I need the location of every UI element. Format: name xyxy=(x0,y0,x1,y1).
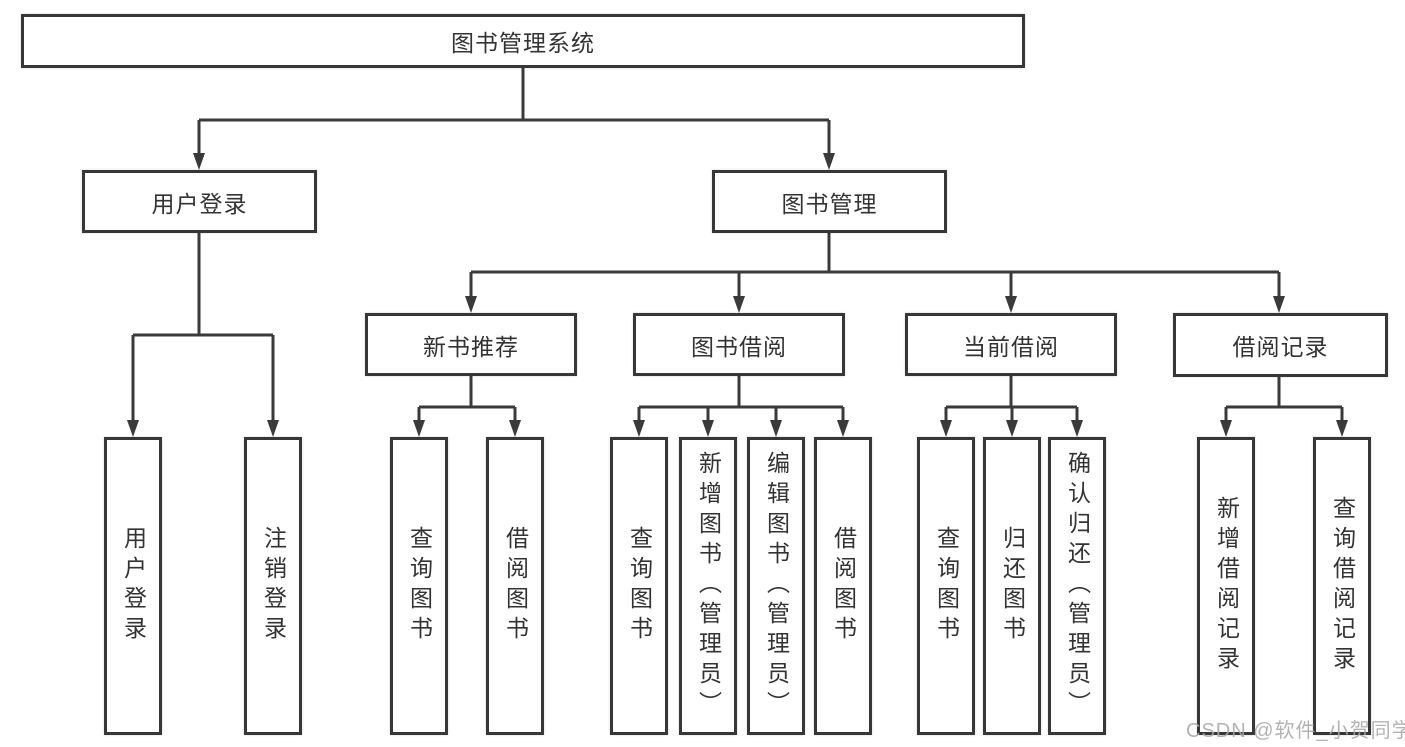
leaf-edit-book-admin: 编辑图书（管理员） xyxy=(747,437,805,735)
node-label: 新增借阅记录 xyxy=(1213,496,1240,676)
node-book-borrowing: 图书借阅 xyxy=(633,313,845,376)
node-label: 编辑图书（管理员） xyxy=(763,451,790,721)
node-user-login: 用户登录 xyxy=(82,170,317,233)
node-library-management-system: 图书管理系统 xyxy=(21,14,1025,68)
node-label: 注销登录 xyxy=(260,526,287,646)
leaf-borrow-books-recommend: 借阅图书 xyxy=(486,437,544,735)
node-label: 新增图书（管理员） xyxy=(695,451,722,721)
node-label: 用户登录 xyxy=(120,526,147,646)
node-label: 查询图书 xyxy=(933,526,960,646)
leaf-query-books-borrow: 查询图书 xyxy=(610,437,668,735)
leaf-add-borrow-record: 新增借阅记录 xyxy=(1197,437,1255,735)
node-label: 确认归还（管理员） xyxy=(1064,451,1091,721)
leaf-query-books-recommend: 查询图书 xyxy=(390,437,448,735)
node-label: 借阅图书 xyxy=(502,526,529,646)
node-new-book-recommendation: 新书推荐 xyxy=(365,313,577,376)
leaf-add-book-admin: 新增图书（管理员） xyxy=(679,437,737,735)
csdn-watermark: CSDN @软件_小贺同学 xyxy=(1186,720,1405,742)
node-label: 借阅图书 xyxy=(830,526,857,646)
node-book-management: 图书管理 xyxy=(712,170,947,233)
node-label: 查询借阅记录 xyxy=(1329,496,1356,676)
node-label: 查询图书 xyxy=(626,526,653,646)
leaf-confirm-return-admin: 确认归还（管理员） xyxy=(1048,437,1106,735)
leaf-user-login: 用户登录 xyxy=(104,437,162,735)
node-label: 查询图书 xyxy=(406,526,433,646)
node-current-borrowing: 当前借阅 xyxy=(905,313,1117,376)
leaf-query-books-current: 查询图书 xyxy=(917,437,975,735)
node-borrowing-records: 借阅记录 xyxy=(1173,313,1388,377)
leaf-return-books: 归还图书 xyxy=(983,437,1041,735)
leaf-borrow-books: 借阅图书 xyxy=(814,437,872,735)
leaf-query-borrow-record: 查询借阅记录 xyxy=(1313,437,1371,735)
leaf-logout: 注销登录 xyxy=(244,437,302,735)
node-label: 归还图书 xyxy=(999,526,1026,646)
